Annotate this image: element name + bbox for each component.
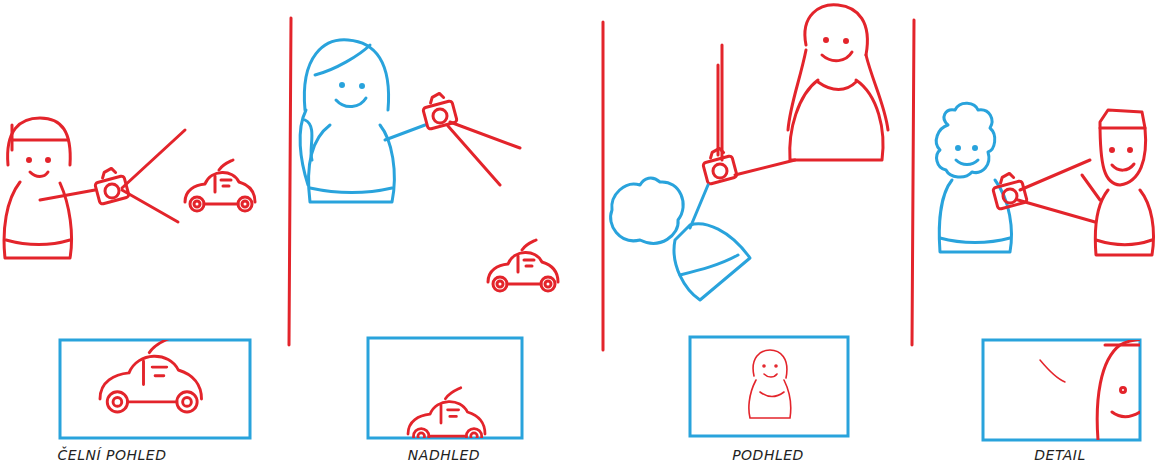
view-caption: DETAIL <box>1034 447 1085 463</box>
view-caption: PODHLED <box>732 447 804 463</box>
panel-low-angle <box>611 5 888 436</box>
panel-high-angle <box>300 40 558 444</box>
panel-dividers <box>289 18 914 350</box>
panel-frontal <box>4 118 255 438</box>
panel-detail <box>936 103 1164 440</box>
view-caption: ČELNÍ POHLED <box>58 447 167 463</box>
view-caption: NADHLED <box>408 447 480 463</box>
